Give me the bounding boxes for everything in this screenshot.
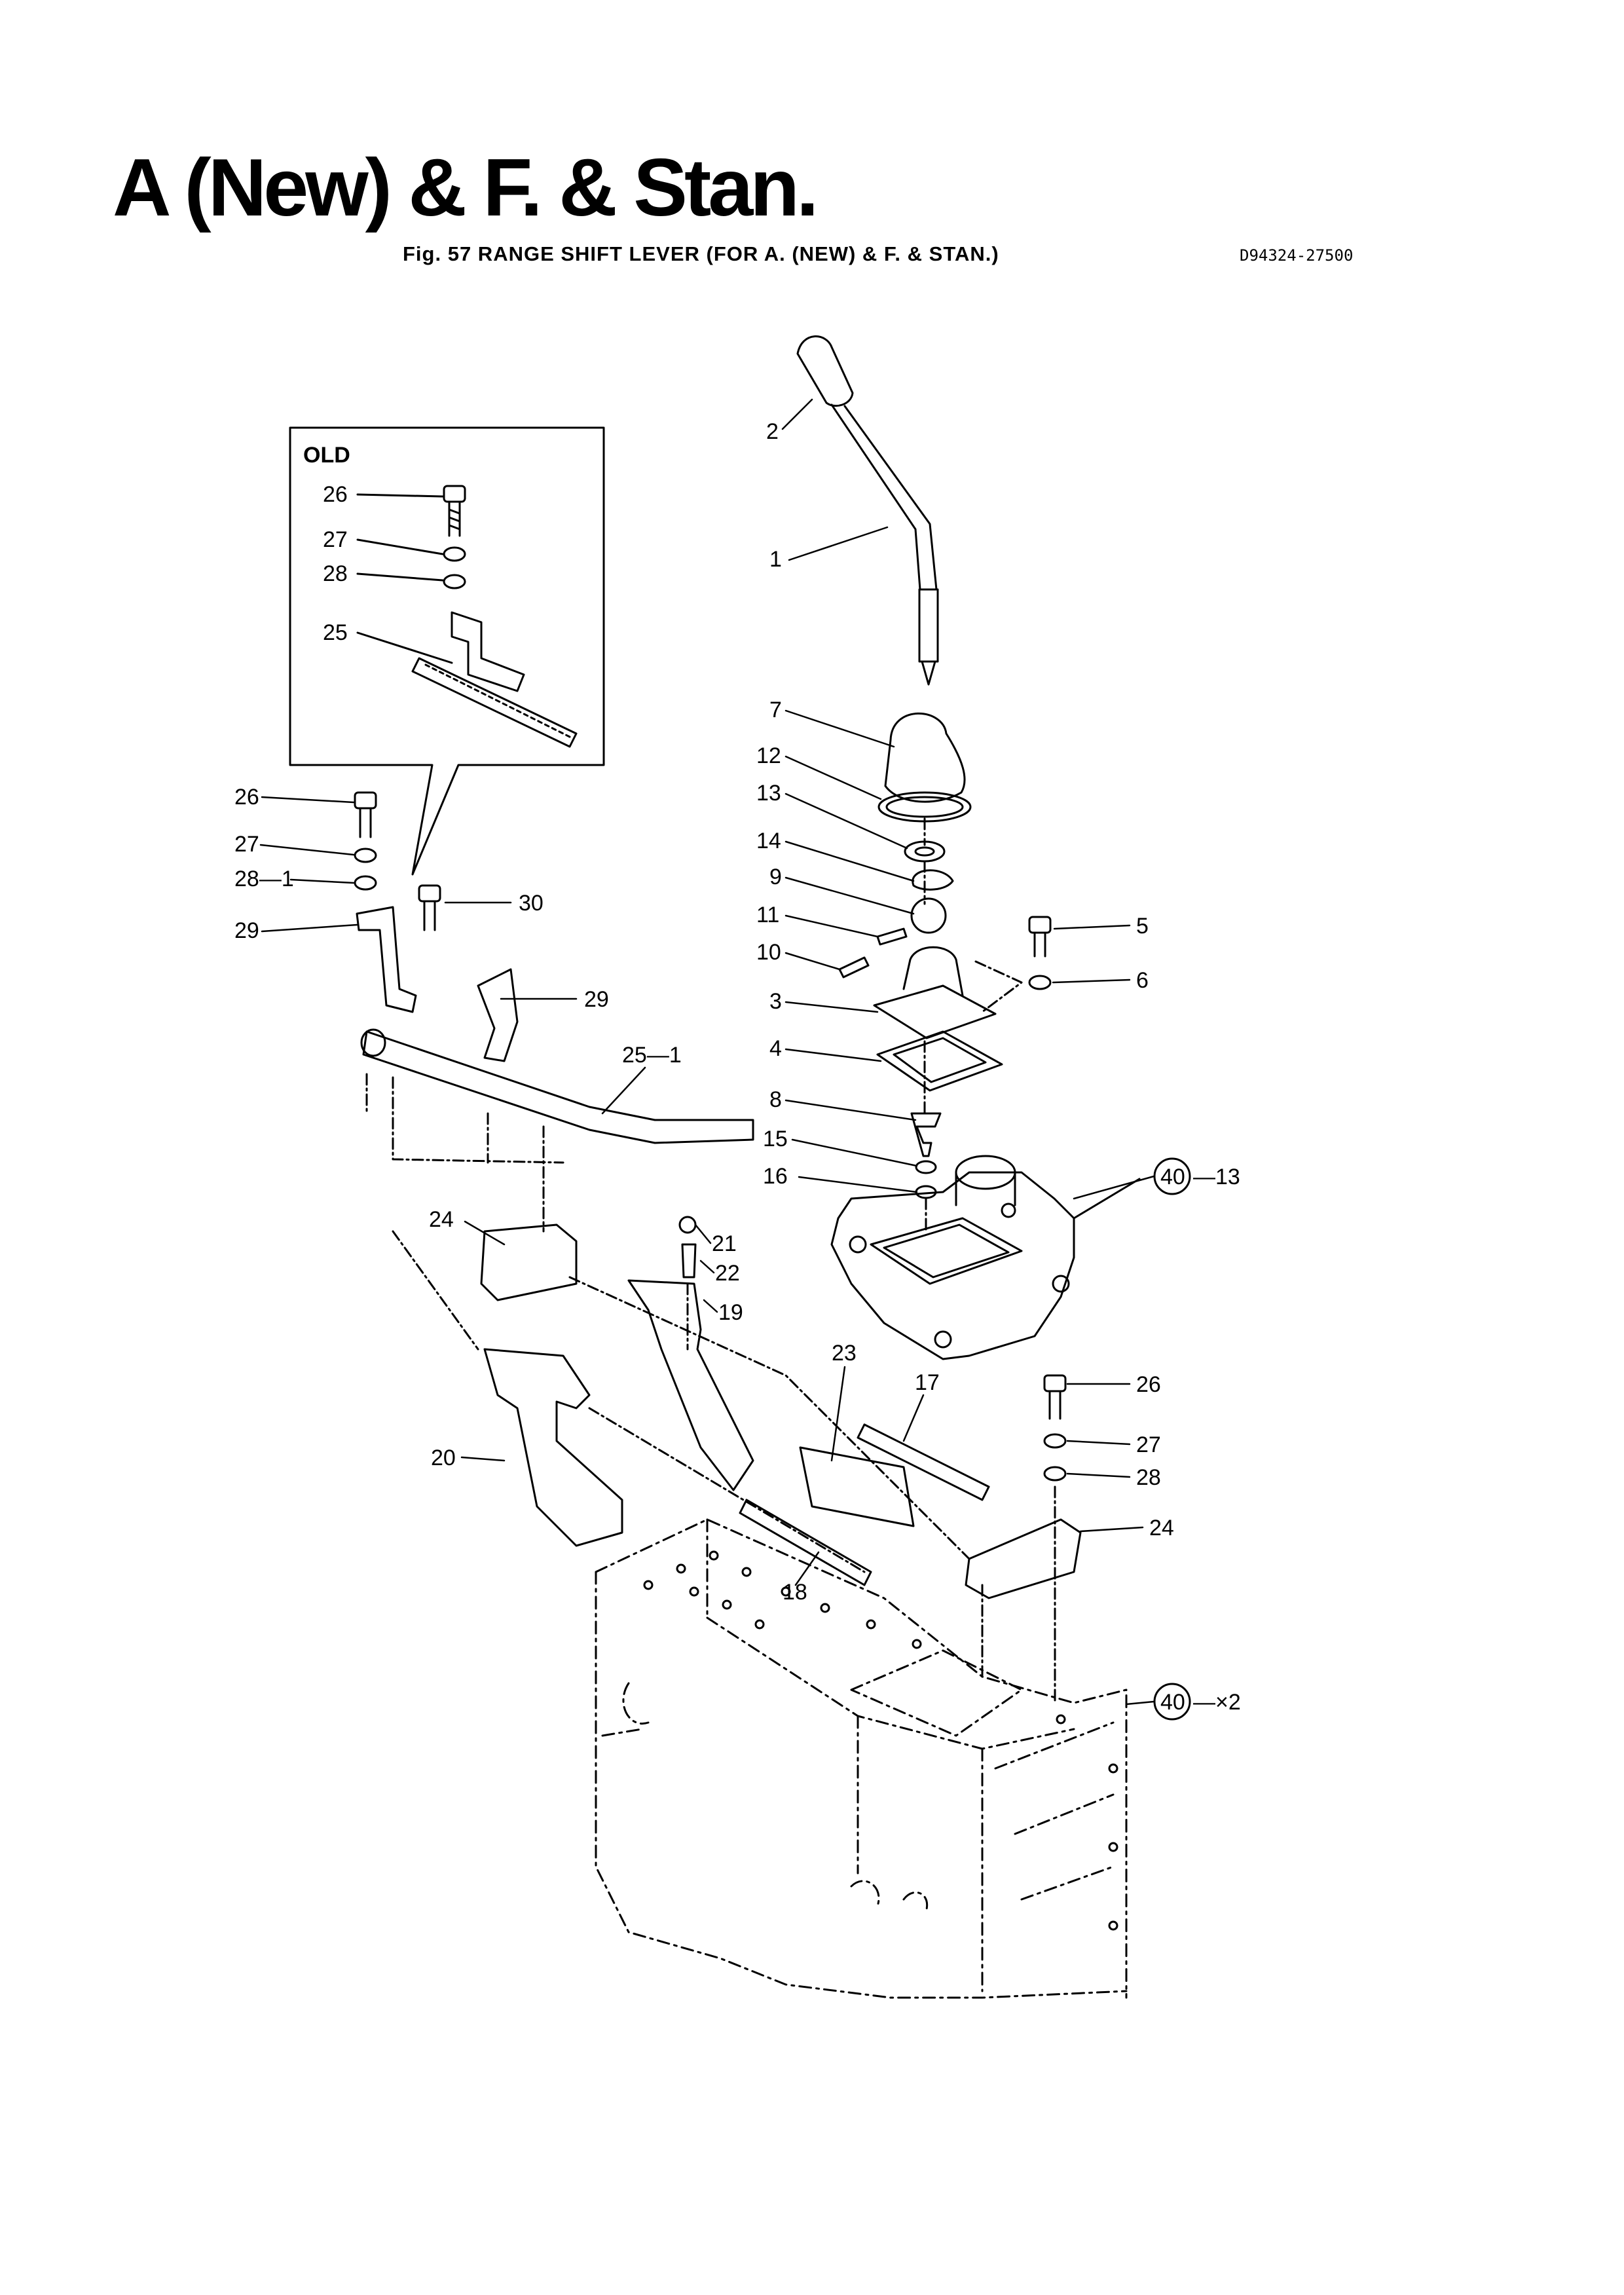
callout-40-top: 40	[1160, 1165, 1185, 1189]
reference-circle	[1153, 1157, 1191, 1195]
callout-18: 18	[783, 1580, 807, 1605]
shift-lever-stack	[796, 335, 1052, 1233]
reference-circle	[1153, 1683, 1191, 1721]
lock-washer-part	[1028, 975, 1052, 990]
callout-40-top-suffix: —13	[1193, 1165, 1240, 1189]
callout-leaders	[259, 398, 1155, 1706]
bracket-part	[477, 968, 519, 1062]
shift-lever	[830, 403, 938, 591]
bolt-part	[1043, 1374, 1067, 1392]
shift-fork-holder	[480, 1223, 578, 1301]
callout-40-bottom: 40	[1160, 1690, 1185, 1715]
gasket	[876, 1030, 1003, 1092]
washer-part	[443, 574, 466, 589]
callout-9: 9	[769, 865, 782, 889]
shift-fork	[483, 1348, 623, 1547]
callout-20: 20	[431, 1446, 456, 1470]
bracket-part	[356, 906, 417, 1013]
callout-3: 3	[769, 989, 782, 1014]
shift-rod-assembly	[354, 791, 1082, 1704]
lever-knob	[796, 335, 854, 407]
callout-24-right: 24	[1149, 1516, 1174, 1540]
page-title: A (New) & F. & Stan.	[113, 143, 819, 233]
detent-spring	[681, 1243, 697, 1278]
callout-10: 10	[756, 940, 781, 965]
bolt-part	[443, 485, 466, 537]
bolt-part	[1028, 916, 1052, 934]
callout-30: 30	[519, 891, 544, 916]
callout-24: 24	[429, 1207, 454, 1232]
callout-40-bottom-suffix: —×2	[1193, 1690, 1241, 1715]
circlip	[912, 869, 954, 891]
callout-27-old: 27	[323, 527, 348, 552]
transmission-top-cover	[830, 1155, 1141, 1360]
callout-28-1: 28—1	[234, 867, 294, 891]
callout-22: 22	[715, 1261, 740, 1286]
callout-12: 12	[756, 743, 781, 768]
callout-28-old: 28	[323, 561, 348, 586]
washer-part	[915, 1160, 937, 1174]
rubber-boot	[884, 712, 966, 803]
callout-27-right: 27	[1136, 1432, 1161, 1457]
figure-caption: Fig. 57 RANGE SHIFT LEVER (FOR A. (NEW) …	[403, 242, 999, 265]
callout-27: 27	[234, 832, 259, 857]
plate-part	[451, 611, 525, 692]
callout-26-old: 26	[323, 482, 348, 507]
shift-fork-holder	[965, 1518, 1082, 1599]
washer-part	[354, 875, 377, 891]
callout-19: 19	[718, 1300, 743, 1325]
spring-pin-part	[838, 956, 870, 979]
shift-fork	[627, 1279, 754, 1491]
shift-rod	[362, 1030, 754, 1144]
bolt-part	[354, 791, 377, 810]
inset-label: OLD	[303, 443, 350, 468]
callout-8: 8	[769, 1087, 782, 1112]
callout-28-right: 28	[1136, 1465, 1161, 1490]
callout-25-1: 25—1	[622, 1043, 682, 1068]
callout-4: 4	[769, 1036, 782, 1061]
lock-washer-part	[1043, 1433, 1067, 1449]
callout-23: 23	[832, 1341, 857, 1366]
washer-part	[1043, 1466, 1067, 1482]
callout-2: 2	[766, 419, 779, 444]
callout-26: 26	[234, 785, 259, 810]
callout-6: 6	[1136, 968, 1149, 993]
callout-labels: 2 1 7 12 13 14 9 11 10 3 4 8 15 16 5 6 4…	[234, 419, 1241, 1715]
shift-shaft	[857, 1423, 990, 1501]
ball-part	[910, 897, 947, 934]
detent-ball	[678, 1216, 697, 1234]
callout-16: 16	[763, 1164, 788, 1189]
shift-shaft	[739, 1499, 872, 1586]
callout-25-old: 25	[323, 620, 348, 645]
lock-washer-part	[443, 546, 466, 562]
callout-1: 1	[769, 547, 782, 572]
callout-5: 5	[1136, 914, 1149, 939]
callout-17: 17	[915, 1370, 940, 1395]
callout-21: 21	[712, 1231, 737, 1256]
bolt-part	[418, 884, 441, 903]
drawing-number: D94324-27500	[1240, 246, 1354, 265]
transmission-case	[595, 1518, 1128, 1999]
callout-11: 11	[756, 903, 779, 927]
callout-13: 13	[756, 781, 781, 806]
rail-part	[411, 657, 578, 748]
lever-cover	[873, 984, 997, 1039]
callout-7: 7	[769, 698, 782, 722]
case-bolt-holes	[643, 1550, 1118, 1931]
callout-29: 29	[234, 918, 259, 943]
callout-14: 14	[756, 829, 781, 853]
old-parts-inset: OLD	[289, 426, 605, 876]
interlock-plate	[799, 1446, 915, 1527]
callout-15: 15	[763, 1127, 788, 1151]
pin-part	[876, 927, 908, 946]
lock-washer-part	[354, 848, 377, 863]
spring-part	[910, 1112, 942, 1157]
callout-26-right: 26	[1136, 1372, 1161, 1397]
callout-29-b: 29	[584, 987, 609, 1012]
